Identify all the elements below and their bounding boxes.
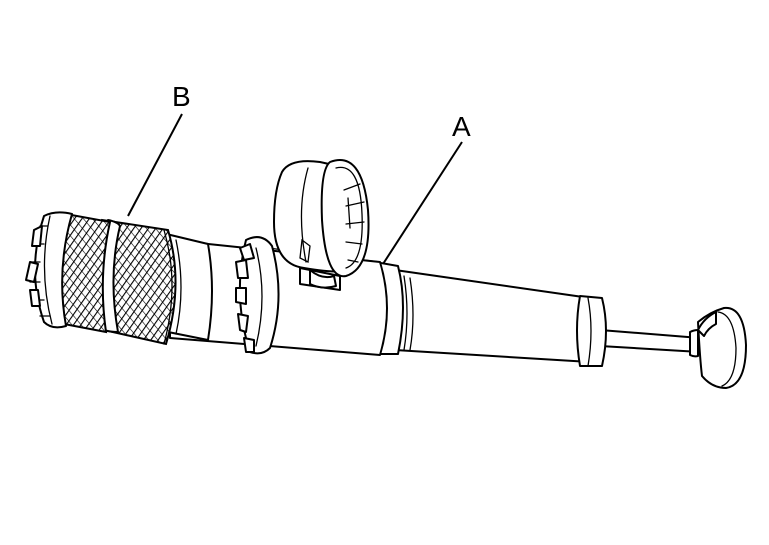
adapter-neck (309, 269, 337, 289)
callout-leaders (127, 113, 463, 265)
pump-barrel (371, 261, 607, 367)
callout-a-leader (382, 141, 463, 265)
knurled-coupling (25, 211, 213, 346)
callout-a-label: A (452, 111, 471, 142)
callout-b-label: B (172, 81, 191, 112)
flange-collar (235, 236, 280, 355)
callout-b-leader (127, 113, 183, 217)
plunger-handle (599, 306, 747, 389)
